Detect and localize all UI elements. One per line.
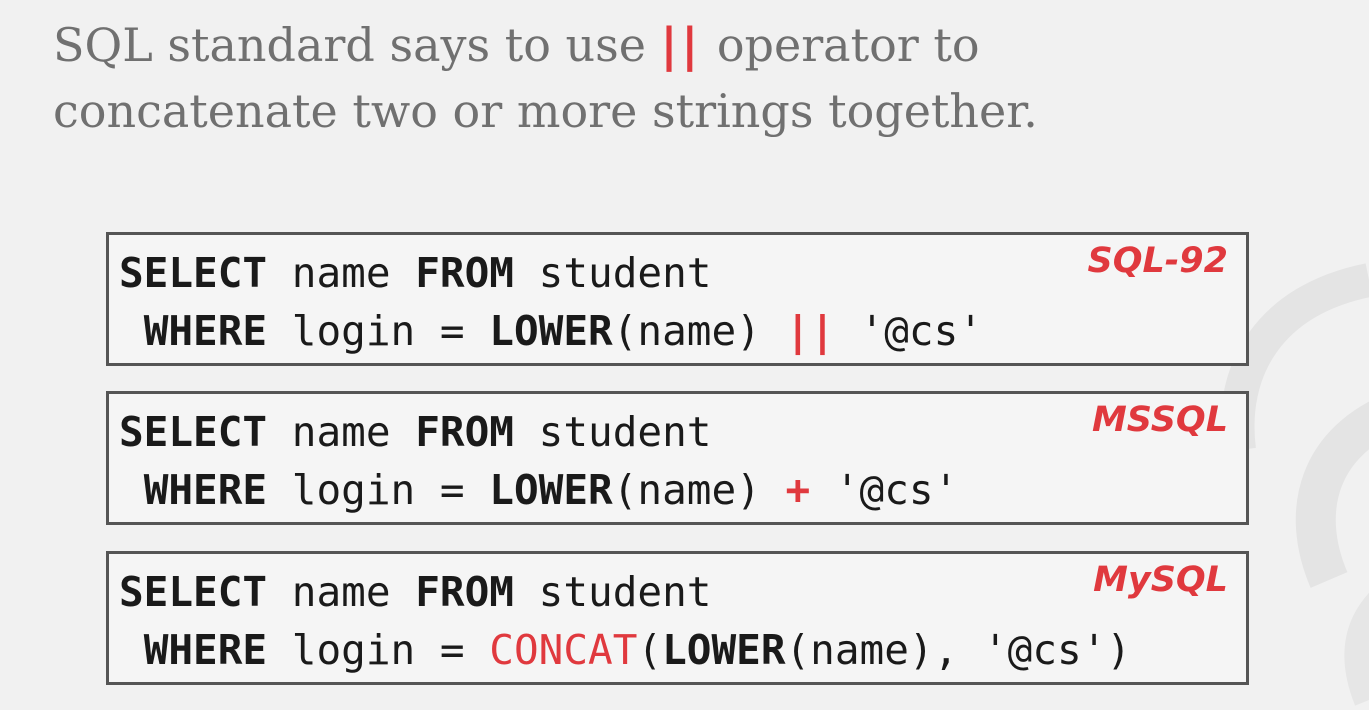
dialect-label: MySQL: [1093, 560, 1228, 600]
code-line-where: WHERE login = LOWER(name) + '@cs': [119, 466, 959, 514]
concat-operator: +: [785, 466, 811, 514]
keyword-where: WHERE: [143, 626, 268, 674]
keyword-select: SELECT: [119, 408, 268, 456]
keyword-from: FROM: [415, 249, 514, 297]
keyword-select: SELECT: [119, 249, 268, 297]
open-paren: (: [637, 626, 663, 674]
table-name: student: [538, 568, 712, 616]
condition-prefix: login =: [291, 466, 465, 514]
function-concat: CONCAT: [489, 626, 638, 674]
column-name: name: [291, 408, 391, 456]
keyword-where: WHERE: [143, 307, 268, 355]
table-name: student: [538, 408, 712, 456]
keyword-select: SELECT: [119, 568, 268, 616]
string-literal: '@cs': [859, 307, 983, 355]
string-literal: '@cs': [834, 466, 959, 514]
code-line-select: SELECT name FROM student: [119, 249, 711, 297]
function-lower: LOWER: [489, 307, 613, 355]
column-name: name: [291, 568, 391, 616]
function-args: (name), '@cs'): [785, 626, 1132, 674]
heading-operator: ||: [660, 18, 703, 72]
heading-line1-end: operator to: [716, 18, 980, 72]
code-line-select: SELECT name FROM student: [119, 568, 711, 616]
condition-prefix: login =: [291, 307, 465, 355]
code-line-select: SELECT name FROM student: [119, 408, 711, 456]
function-args: (name): [612, 466, 761, 514]
column-name: name: [291, 249, 391, 297]
code-box-mssql: MSSQL SELECT name FROM student WHERE log…: [106, 391, 1249, 525]
keyword-from: FROM: [415, 408, 514, 456]
slide-heading: SQL standard says to use || operator to …: [53, 12, 1038, 144]
concat-operator: ||: [785, 307, 835, 355]
keyword-where: WHERE: [143, 466, 268, 514]
heading-line2: concatenate two or more strings together…: [53, 84, 1038, 138]
code-line-where: WHERE login = CONCAT(LOWER(name), '@cs'): [119, 626, 1131, 674]
function-lower: LOWER: [489, 466, 613, 514]
dialect-label: SQL-92: [1087, 241, 1229, 281]
code-box-sql92: SQL-92 SELECT name FROM student WHERE lo…: [106, 232, 1249, 366]
function-lower: LOWER: [662, 626, 786, 674]
dialect-label: MSSQL: [1091, 400, 1228, 440]
keyword-from: FROM: [415, 568, 514, 616]
condition-prefix: login =: [291, 626, 465, 674]
heading-line1-start: SQL standard says to use: [53, 18, 646, 72]
code-box-mysql: MySQL SELECT name FROM student WHERE log…: [106, 551, 1249, 685]
function-args: (name): [612, 307, 761, 355]
code-line-where: WHERE login = LOWER(name) || '@cs': [119, 307, 983, 355]
table-name: student: [538, 249, 712, 297]
